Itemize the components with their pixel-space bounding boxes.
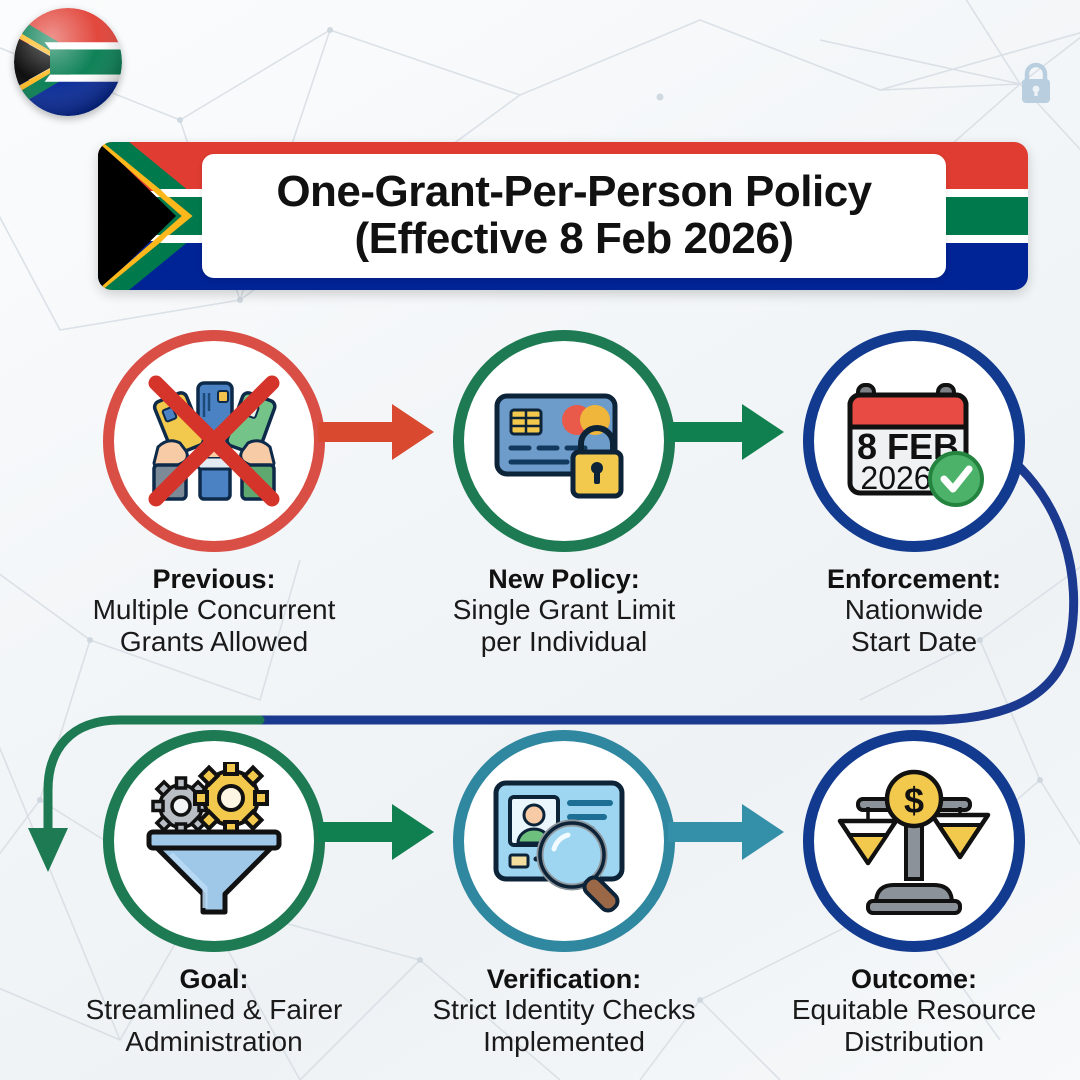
- node-goal-caption: Goal: Streamlined & Fairer Administratio…: [64, 964, 364, 1058]
- node-new-policy[interactable]: New Policy: Single Grant Limit per Indiv…: [414, 330, 714, 658]
- title-card: One-Grant-Per-Person Policy (Effective 8…: [202, 154, 946, 278]
- page-title-line-1: One-Grant-Per-Person Policy: [276, 167, 872, 217]
- node-outcome-body: Equitable Resource Distribution: [791, 994, 1037, 1058]
- node-new-policy-caption: New Policy: Single Grant Limit per Indiv…: [414, 564, 714, 658]
- node-new-policy-body: Single Grant Limit per Individual: [452, 594, 676, 658]
- funnel-gears-icon: [146, 762, 282, 915]
- node-new-policy-title: New Policy:: [488, 564, 640, 594]
- node-goal-title: Goal:: [179, 964, 249, 994]
- node-verification-title: Verification:: [486, 964, 642, 994]
- node-previous-ring: [103, 330, 325, 552]
- id-card-magnifier-icon: [493, 780, 625, 913]
- calendar-year-text: 2026: [860, 460, 931, 496]
- node-verification-body: Strict Identity Checks Implemented: [432, 994, 696, 1058]
- node-verification[interactable]: Verification: Strict Identity Checks Imp…: [414, 730, 714, 1058]
- node-enforcement-ring: 8 FEB 2026: [803, 330, 1025, 552]
- no-multiple-cards-icon: [148, 375, 280, 507]
- south-africa-flag-circle-icon: [14, 8, 122, 116]
- node-previous-title: Previous:: [152, 564, 276, 594]
- node-goal[interactable]: Goal: Streamlined & Fairer Administratio…: [64, 730, 364, 1058]
- node-goal-ring: [103, 730, 325, 952]
- node-previous-caption: Previous: Multiple Concurrent Grants All…: [64, 564, 364, 658]
- node-goal-body: Streamlined & Fairer Administration: [85, 994, 343, 1058]
- node-enforcement-title: Enforcement:: [826, 564, 1002, 594]
- node-outcome-title: Outcome:: [850, 964, 977, 994]
- node-previous-body: Multiple Concurrent Grants Allowed: [92, 594, 336, 658]
- node-outcome[interactable]: $ Outcome: Equitable Resource Distributi…: [764, 730, 1064, 1058]
- node-verification-ring: [453, 730, 675, 952]
- node-previous[interactable]: Previous: Multiple Concurrent Grants All…: [64, 330, 364, 658]
- node-outcome-ring: $: [803, 730, 1025, 952]
- title-banner: One-Grant-Per-Person Policy (Effective 8…: [98, 142, 1028, 290]
- secured-bank-card-icon: [494, 393, 624, 499]
- padlock-watermark-icon: [1022, 62, 1050, 103]
- node-outcome-caption: Outcome: Equitable Resource Distribution: [764, 964, 1064, 1058]
- calendar-check-icon: 8 FEB 2026: [847, 383, 984, 507]
- node-new-policy-ring: [453, 330, 675, 552]
- node-verification-caption: Verification: Strict Identity Checks Imp…: [414, 964, 714, 1058]
- node-enforcement[interactable]: 8 FEB 2026 Enforcement: Nationwide Start…: [764, 330, 1064, 658]
- balance-scales-coin-icon: $: [837, 769, 991, 915]
- node-enforcement-body: Nationwide Start Date: [844, 594, 984, 658]
- node-enforcement-caption: Enforcement: Nationwide Start Date: [764, 564, 1064, 658]
- page-title-line-2: (Effective 8 Feb 2026): [354, 214, 794, 263]
- dollar-sign-glyph: $: [904, 780, 924, 821]
